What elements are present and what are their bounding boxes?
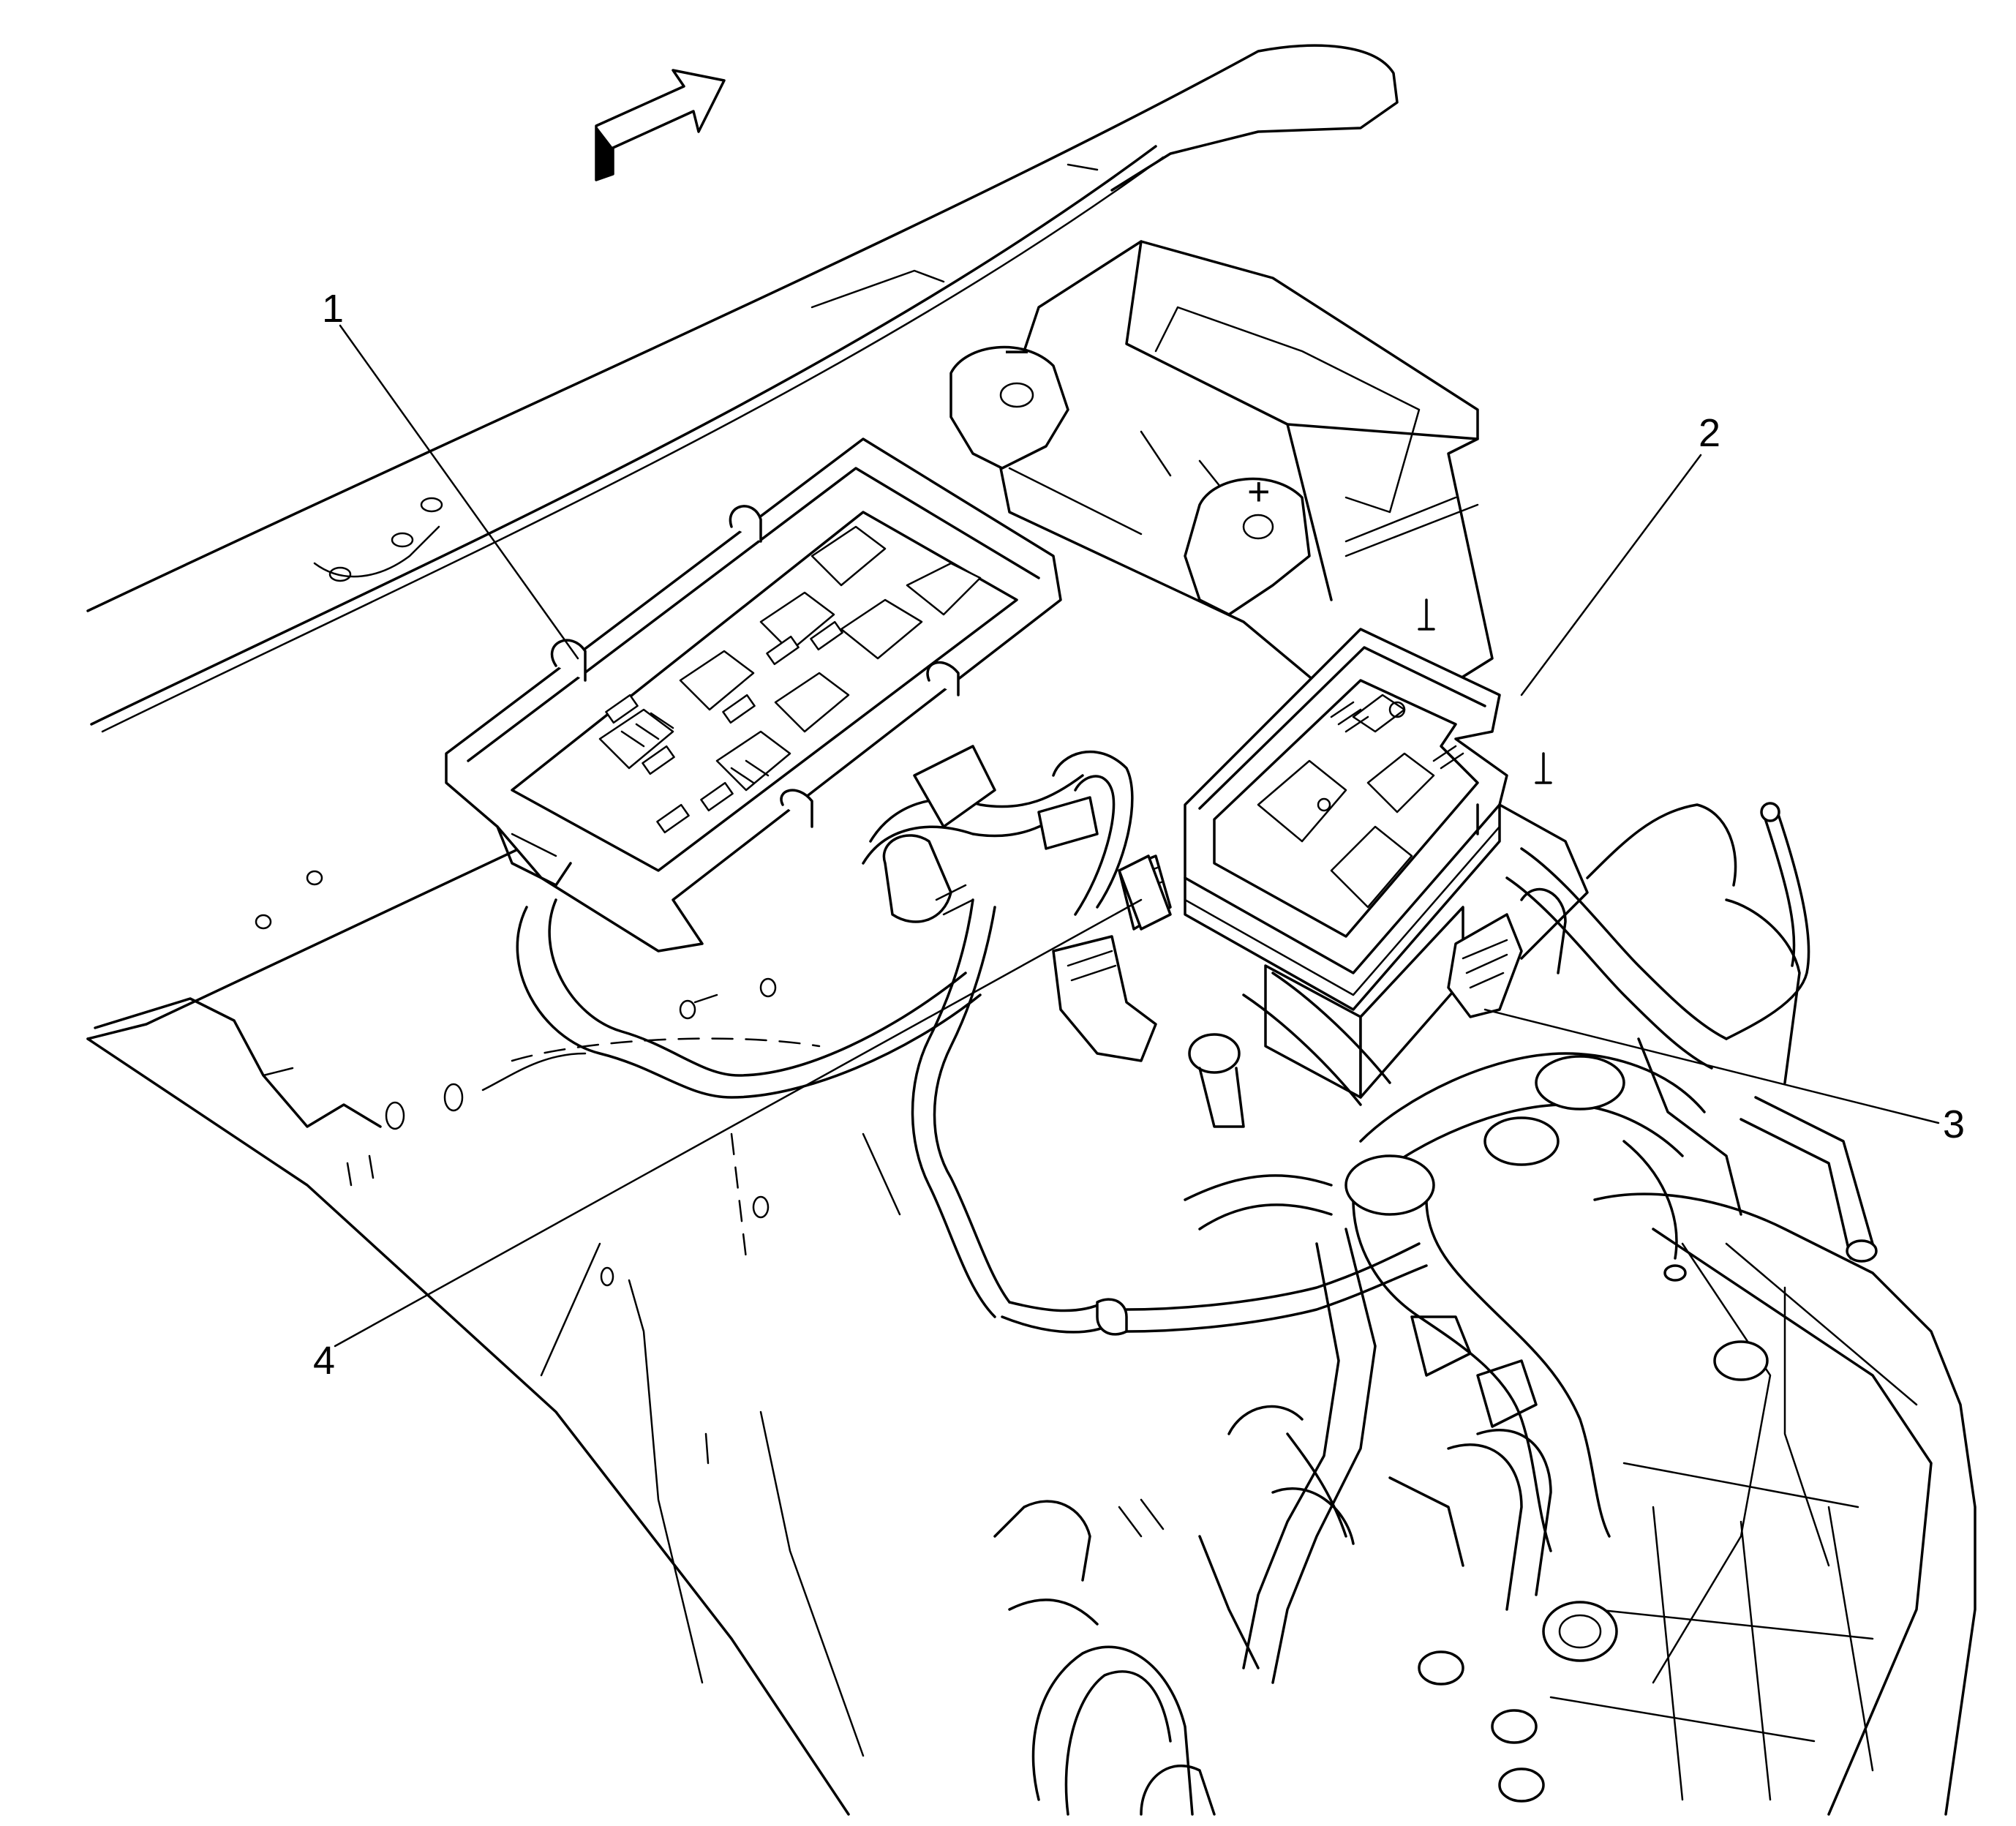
fuse-block-relays — [598, 525, 982, 834]
wiring-harness-right — [1184, 802, 1878, 1684]
leader-line-3 — [1483, 1008, 1940, 1124]
component-2-fuse-block — [1184, 598, 1589, 1099]
cowl-panel — [86, 44, 1399, 733]
engine-casting — [993, 1192, 1976, 1816]
component-3-connector — [1447, 887, 1567, 1018]
component-4-connector — [1052, 854, 1245, 1128]
callout-4: 4 — [313, 1339, 335, 1383]
battery-positive-label: + — [1247, 470, 1271, 514]
forward-direction-arrow-icon — [595, 69, 726, 181]
leader-line-1 — [339, 324, 579, 660]
inner-fender — [86, 789, 901, 1816]
callout-1: 1 — [322, 287, 344, 331]
leader-lines — [334, 324, 1940, 1348]
leader-line-4 — [334, 898, 1143, 1348]
battery-negative-label: – — [1006, 327, 1028, 371]
callout-2: 2 — [1699, 411, 1720, 455]
component-1-fuse-block — [445, 437, 1062, 953]
battery: – + — [949, 240, 1494, 733]
callout-labels: 1 2 3 4 — [313, 287, 1965, 1383]
callout-3: 3 — [1943, 1102, 1965, 1146]
leader-line-2 — [1520, 454, 1702, 696]
